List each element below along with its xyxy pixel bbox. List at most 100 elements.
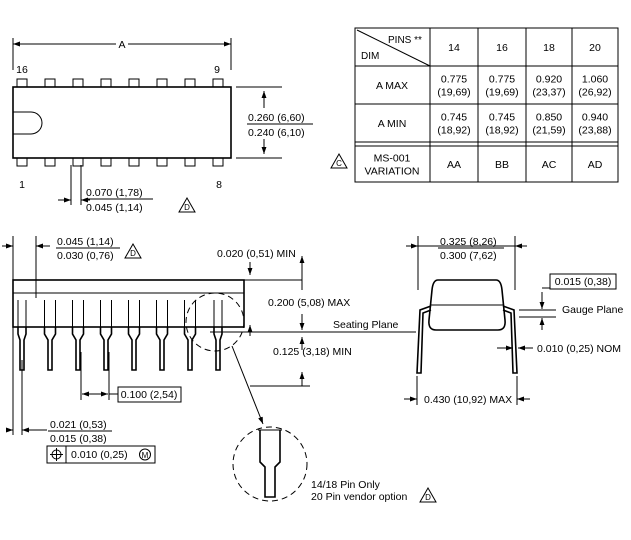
pitch-max: 0.070 (1,78) [86, 187, 143, 199]
end-view-body [428, 279, 506, 331]
top-leads-lower [16, 157, 224, 167]
detail-note-1: 14/18 Pin Only [311, 479, 381, 491]
end-dist-max: 0.045 (1,14) [57, 236, 114, 248]
lead-thickness-box [549, 273, 617, 290]
tolerance-frame: 0.010 (0,25) M [46, 445, 156, 464]
lead-length-min: 0.125 (3,18) MIN [273, 346, 352, 358]
tolerance-value: 0.010 (0,25) [71, 449, 128, 461]
pin1-notch [13, 111, 43, 135]
side-lead [183, 327, 197, 371]
end-view: 0.325 (8,26) 0.300 (7,62) 0.015 (0,38) G… [404, 236, 623, 406]
table-cell: AD [588, 159, 603, 171]
detail-callout-circle [185, 292, 245, 352]
pin-1-label: 1 [19, 179, 25, 191]
standoff-min: 0.020 (0,51) MIN [217, 248, 296, 260]
table-row-label: A MAX [376, 80, 408, 92]
dim-a-label: A [118, 39, 125, 51]
table-dim-header: DIM [361, 51, 379, 62]
svg-text:C: C [336, 159, 342, 168]
side-lead [99, 327, 113, 371]
top-lead-lower [128, 157, 140, 167]
table-cell: 0.940 [582, 112, 608, 124]
body-width-min: 0.240 (6,10) [248, 127, 305, 139]
row-spacing-max: 0.325 (8,26) [440, 236, 497, 248]
row-spacing-min: 0.300 (7,62) [440, 250, 497, 262]
table-cell: (21,59) [532, 125, 565, 137]
table-cell: AC [542, 159, 557, 171]
table-pins-header: PINS ** [388, 35, 422, 46]
lead-width-min: 0.015 (0,38) [50, 433, 107, 445]
side-lead [155, 327, 169, 371]
table-col-20: 20 [589, 42, 601, 54]
top-lead-lower [212, 157, 224, 167]
svg-text:D: D [130, 249, 136, 258]
top-lead-lower [184, 157, 196, 167]
top-lead-upper [16, 78, 28, 88]
lead-spread-max: 0.430 (10,92) MAX [424, 394, 512, 406]
side-lead [71, 327, 85, 371]
pin-16-label: 16 [16, 64, 28, 76]
pitch-min: 0.045 (1,14) [86, 202, 143, 214]
seating-plane-label: Seating Plane [333, 319, 399, 331]
pin-8-label: 8 [216, 179, 222, 191]
mmc-icon [139, 448, 151, 461]
side-lead [43, 327, 57, 371]
svg-text:D: D [425, 493, 431, 502]
pitch-box [117, 386, 182, 403]
lead-width-max: 0.021 (0,53) [50, 419, 107, 431]
table-row-label: MS-001 [374, 153, 411, 165]
top-lead-upper [128, 78, 140, 88]
table-cell: 1.060 [582, 74, 608, 86]
table-col-18: 18 [543, 42, 555, 54]
table-cell: (19,69) [485, 87, 518, 99]
detail-note-2: 20 Pin vendor option [311, 491, 407, 503]
side-view: 0.045 (1,14) 0.030 (0,76) D 0.020 (0,51)… [2, 236, 437, 503]
table-cell: 0.920 [536, 74, 562, 86]
table-row-label: VARIATION [364, 166, 419, 178]
package-body-top [12, 86, 232, 159]
table-col-16: 16 [496, 42, 508, 54]
dimension-table: PINS ** DIM 14 16 18 20 A MAX0.775(19,69… [330, 27, 619, 183]
table-cell: 0.850 [536, 112, 562, 124]
table-cell: (23,37) [532, 87, 565, 99]
table-cell: 0.745 [441, 112, 467, 124]
side-lead [213, 327, 223, 371]
end-view-lead-left [416, 305, 432, 374]
height-max: 0.200 (5,08) MAX [268, 297, 350, 309]
top-lead-lower [100, 157, 112, 167]
table-cell: 0.775 [489, 74, 515, 86]
top-lead-lower [72, 157, 84, 167]
top-view: A 16 9 1 8 0.260 (6,60) 0.240 (6,10) 0.0… [12, 38, 313, 214]
top-lead-lower [44, 157, 56, 167]
top-lead-upper [100, 78, 112, 88]
end-dist-min: 0.030 (0,76) [57, 250, 114, 262]
top-lead-upper [212, 78, 224, 88]
note-c-triangle: C [330, 152, 348, 169]
lead-pitch: 0.100 (2,54) [121, 389, 178, 401]
top-lead-lower [16, 157, 28, 167]
svg-text:M: M [142, 451, 149, 460]
table-row-label: A MIN [378, 118, 407, 130]
note-d-triangle: D [124, 242, 142, 259]
table-cell: 0.745 [489, 112, 515, 124]
table-cell: BB [495, 159, 509, 171]
top-lead-upper [184, 78, 196, 88]
lead-tolerance: 0.010 (0,25) NOM [537, 343, 621, 355]
side-lead [127, 327, 141, 371]
top-lead-upper [72, 78, 84, 88]
top-leads-upper [16, 78, 224, 88]
detail-view-circle [232, 426, 308, 502]
end-view-lead-right [502, 305, 518, 374]
table-cell: (26,92) [578, 87, 611, 99]
gauge-plane-label: Gauge Plane [562, 304, 623, 316]
top-lead-upper [156, 78, 168, 88]
svg-text:D: D [184, 203, 190, 212]
note-d-triangle: D [178, 196, 196, 213]
table-cell: (23,88) [578, 125, 611, 137]
note-d-triangle: D [419, 486, 437, 503]
table-cell: (18,92) [485, 125, 518, 137]
body-width-max: 0.260 (6,60) [248, 112, 305, 124]
table-cell: (18,92) [437, 125, 470, 137]
detail-lead [259, 430, 281, 498]
side-leads [17, 300, 223, 371]
